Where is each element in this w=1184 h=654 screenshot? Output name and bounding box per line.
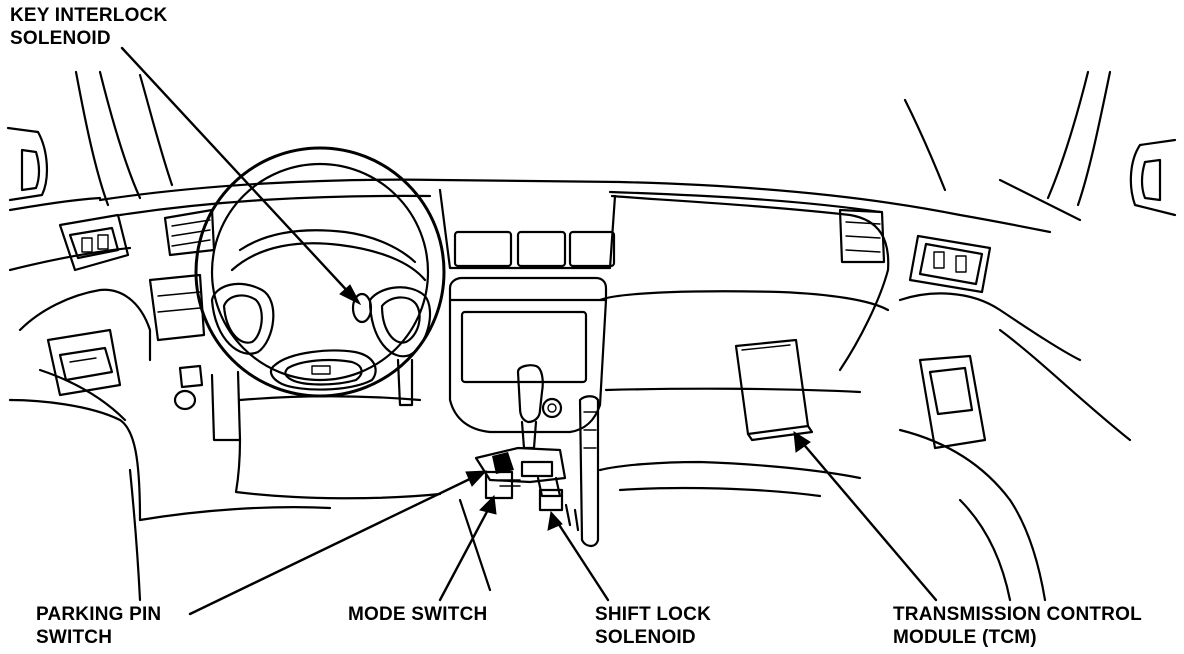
parking-pin-switch-label: PARKING PIN SWITCH <box>36 603 161 649</box>
leader-shift-lock <box>547 510 610 602</box>
key-interlock-solenoid-label: KEY INTERLOCK SOLENOID <box>10 4 167 50</box>
key-interlock-line2: SOLENOID <box>10 28 111 49</box>
left-door-panel <box>8 213 152 602</box>
leader-key-interlock <box>120 46 362 306</box>
floor-outline <box>138 438 862 592</box>
tcm-line2: MODULE (TCM) <box>893 627 1037 648</box>
dashboard-outline <box>98 178 1052 372</box>
left-a-pillar <box>6 70 174 212</box>
center-vents <box>453 230 616 268</box>
leader-parking-pin <box>188 470 488 616</box>
tcm-line1: TRANSMISSION CONTROL <box>893 604 1142 625</box>
leader-mode-switch <box>438 494 497 602</box>
parking-brake <box>564 395 600 548</box>
leader-tcm <box>793 431 938 602</box>
shift-lock-line1: SHIFT LOCK <box>595 604 711 625</box>
shifter-assembly <box>474 446 567 512</box>
glovebox-area <box>598 208 890 394</box>
parking-pin-line1: PARKING PIN <box>36 604 162 625</box>
tcm-label: TRANSMISSION CONTROL MODULE (TCM) <box>893 603 1142 649</box>
shift-lock-line2: SOLENOID <box>595 627 696 648</box>
right-a-pillar <box>903 70 1177 222</box>
mode-switch-line1: MODE SWITCH <box>348 604 488 625</box>
shift-lever <box>516 364 544 450</box>
key-interlock-line1: KEY INTERLOCK <box>10 5 168 26</box>
mode-switch-label: MODE SWITCH <box>348 603 487 626</box>
center-stack <box>448 276 608 434</box>
tcm-module <box>734 338 814 442</box>
parking-pin-line2: SWITCH <box>36 627 113 648</box>
right-door-panel <box>898 234 1132 602</box>
shift-lock-solenoid-label: SHIFT LOCK SOLENOID <box>595 603 711 649</box>
steering-wheel <box>194 146 446 398</box>
steering-column <box>173 358 422 442</box>
